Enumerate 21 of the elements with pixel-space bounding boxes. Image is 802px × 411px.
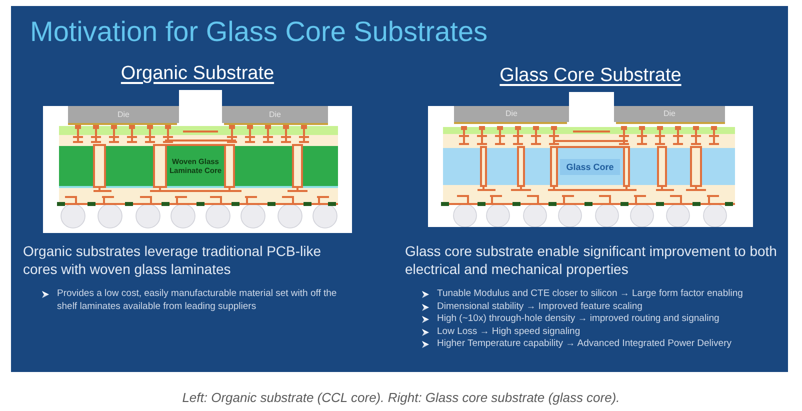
section-heading: Glass Core Substrate [500,64,682,88]
bullet-text: Low Loss → High speed signaling [437,326,580,338]
die-block [68,106,179,123]
die-label: Die [268,110,281,120]
die-block [454,106,569,122]
bullet-text: Higher Temperature capability → Advanced Integrated Power Delivery [437,338,732,350]
die-label: Die [505,109,518,119]
die-label: Die [663,109,676,119]
bullet-text: High (~10x) through-hole density → improved routing and signaling [437,313,720,326]
bullet-text: Provides a low cost, easily manufacturable material set with off the shelf laminates available from leading suppliers [57,288,338,313]
slide-title: Motivation for Glass Core Substrates [30,15,488,49]
core-label: Glass Core [566,162,614,172]
description-text: Glass core substrate enable significant improvement to both electrical and mechanical properties [405,242,778,278]
die-block [614,106,725,122]
section-heading: Organic Substrate [120,62,274,86]
figure-caption: Left: Organic substrate (CCL core). Right: Glass core substrate (glass core). [182,389,620,407]
die-block [222,106,328,123]
die-label: Die [117,110,130,120]
bullet-text: Dimensional stability → Improved feature scaling [437,300,642,313]
description-text: Organic substrates leverage traditional PCB-like cores with woven glass laminates [23,242,322,278]
bullet-text: Tunable Modulus and CTE closer to silicon → Large form factor enabling [437,288,743,300]
